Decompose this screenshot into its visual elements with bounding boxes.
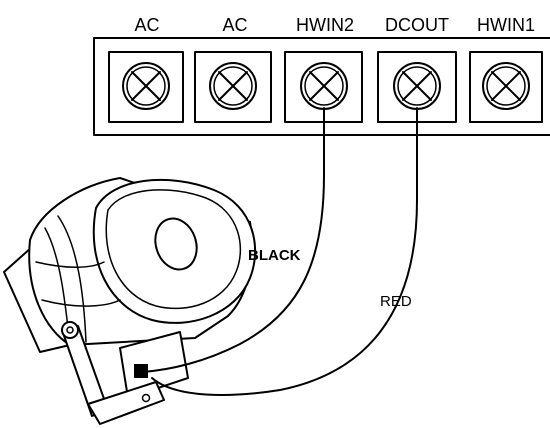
siren-terminal-port xyxy=(134,364,148,378)
terminal-label-ac-1: AC xyxy=(134,15,159,35)
terminal-label-ac-2: AC xyxy=(222,15,247,35)
siren-device xyxy=(3,177,257,425)
wire-label-red: RED xyxy=(380,293,412,310)
wire-label-black: BLACK xyxy=(248,247,301,264)
terminal-screw-ac-2 xyxy=(194,51,272,123)
terminal-screw-hwin1 xyxy=(469,51,543,123)
terminal-label-hwin1: HWIN1 xyxy=(477,15,535,35)
terminal-label-hwin2: HWIN2 xyxy=(296,15,354,35)
wire-red xyxy=(151,107,418,396)
wire-black xyxy=(141,107,325,373)
bracket-bolt-icon xyxy=(61,321,79,339)
siren-terminal-box xyxy=(119,331,189,399)
mount-hole-icon xyxy=(141,393,151,403)
terminal-screw-ac-1 xyxy=(108,51,184,123)
siren-bracket-foot xyxy=(87,381,165,425)
siren-center-dome xyxy=(154,217,198,271)
terminal-label-dcout: DCOUT xyxy=(385,15,449,35)
